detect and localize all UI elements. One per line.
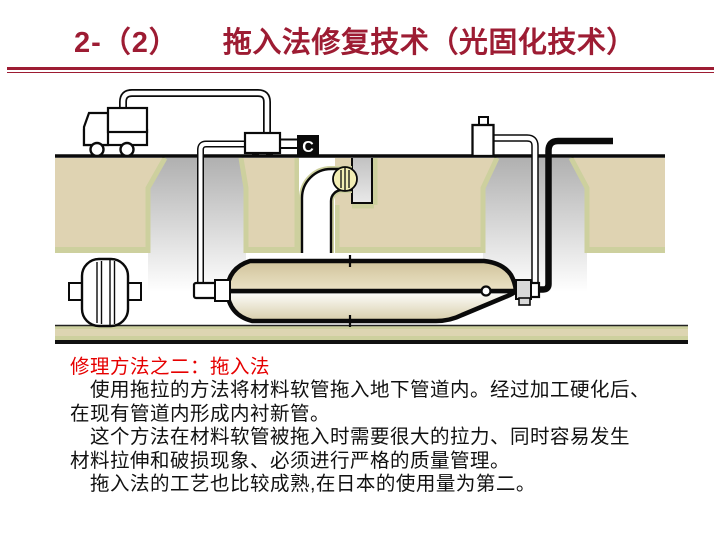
lateral-stub [352,158,372,203]
title-text: 拖入法修复技术（光固化技术） [222,27,636,59]
pipe-bedding [55,324,688,344]
pull-eye [480,285,492,297]
truck-box [106,106,149,134]
truck-wheel [89,141,105,158]
method-heading: 修理方法之二：拖入法 [70,356,271,378]
page-title: 2-（2） 拖入法修复技术（光固化技术） [74,24,636,62]
body-text: 修理方法之二：拖入法 使用拖拉的方法将材料软管拖入地下管道内。经过加工硬化后、 … [70,356,670,496]
body-line: 使用拖拉的方法将材料软管拖入地下管道内。经过加工硬化后、 [70,379,651,402]
winch-unit [471,116,539,286]
feed-hose [192,140,245,302]
supply-truck [82,89,271,158]
body-line: 拖入法的工艺也比较成熟,在日本的使用量为第二。 [70,473,536,496]
title-divider [7,67,714,73]
compressor-box [243,131,299,156]
truck-cab [82,111,110,147]
camera-box: C [297,135,319,157]
pull-cable [540,137,613,293]
body-line: 在现有管道内形成内衬新管。 [70,402,331,425]
hose-collar [214,279,231,302]
camera-label: C [302,139,314,156]
branch-elbow-pipe [299,166,358,253]
guide-roller [68,257,142,328]
body-line: 材料拉伸和破损现象、必须进行严格的质量管理。 [70,449,511,472]
truck-wheel [119,141,135,158]
title-number: 2-（2） [74,27,179,59]
liner-bag [224,255,519,327]
liner-pull-head [515,279,541,306]
body-line: 这个方法在材料软管被拖入时需要很大的拉力、同时容易发生 [70,426,631,449]
